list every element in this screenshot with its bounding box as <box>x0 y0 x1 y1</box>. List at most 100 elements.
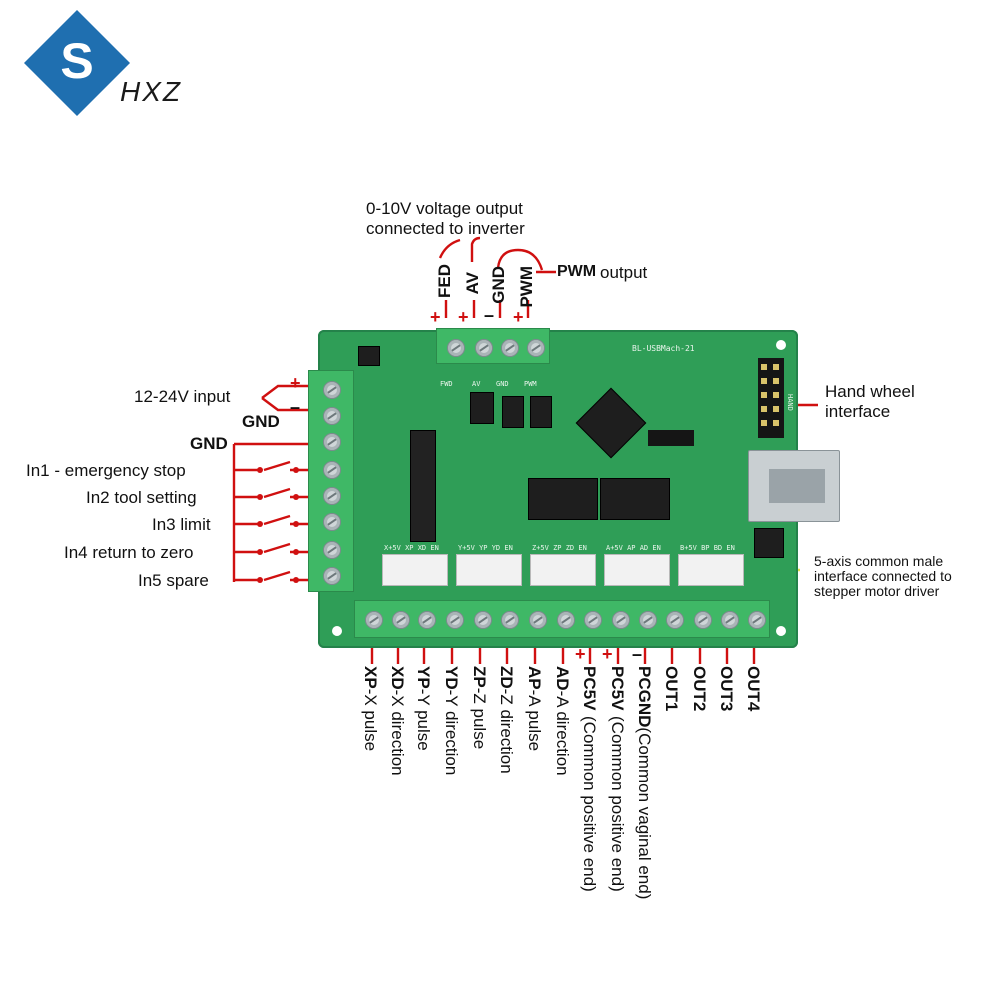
polarity-pc5v-1: + <box>575 644 586 664</box>
polarity-pc5v-2: + <box>602 644 613 664</box>
polarity-av: + <box>458 307 469 327</box>
terminal-desc-xd: -X direction <box>388 689 407 776</box>
bottom-terminal-2: XD-X direction <box>388 666 407 776</box>
left-terminal-block <box>308 370 354 592</box>
jumper-header <box>648 430 694 446</box>
bottom-terminal-11: PCGND(Common vaginal end) <box>635 666 654 900</box>
screw-terminal <box>501 339 519 357</box>
screw-terminal <box>557 611 575 629</box>
voltage-output-line2: connected to inverter <box>366 219 525 238</box>
screw-terminal <box>392 611 410 629</box>
handwheel-label-line2: interface <box>825 402 891 421</box>
screw-terminal <box>666 611 684 629</box>
axis-connector-z <box>530 554 596 586</box>
terminal-pin-ad: AD <box>553 666 572 691</box>
input-in4: In4 return to zero <box>64 543 194 562</box>
terminal-desc-ad: -A direction <box>553 690 572 776</box>
axis-connector-y <box>456 554 522 586</box>
screw-terminal <box>694 611 712 629</box>
silk-gnd: GND <box>496 380 509 388</box>
terminal-pin-ap: AP <box>525 666 544 690</box>
ic-chip <box>470 392 494 424</box>
optocoupler <box>410 430 436 542</box>
screw-terminal <box>323 433 341 451</box>
power-plus: + <box>290 373 301 393</box>
screw-terminal <box>323 407 341 425</box>
axis-connector-a <box>604 554 670 586</box>
terminal-pin-xd: XD <box>388 666 407 690</box>
screw-terminal <box>446 611 464 629</box>
input-in5: In5 spare <box>138 571 209 590</box>
top-pin-fed: FED <box>435 264 454 298</box>
bottom-terminal-10: PC5V (Common positive end) <box>608 666 627 893</box>
logo-letter: S <box>60 33 93 89</box>
screw-terminal <box>323 381 341 399</box>
screw-terminal <box>323 513 341 531</box>
silk-axis-y: Y+5V YP YD EN <box>458 544 513 552</box>
terminal-desc-pc5v-2: (Common positive end) <box>608 716 627 893</box>
screw-terminal <box>323 461 341 479</box>
pwm-output-label: output <box>600 263 648 282</box>
ic-chip <box>530 396 552 428</box>
screw-terminal <box>501 611 519 629</box>
top-pin-gnd: GND <box>489 266 508 304</box>
silk-axis-x: X+5V XP XD EN <box>384 544 439 552</box>
bottom-terminal-6: ZD-Z direction <box>497 666 516 774</box>
terminal-desc-yp: -Y pulse <box>414 688 433 751</box>
logo-diamond-icon: S <box>24 10 130 116</box>
screw-terminal <box>639 611 657 629</box>
terminal-pin-pcgnd: PCGND <box>635 666 654 728</box>
power-minus: – <box>290 397 301 417</box>
pwm-label: PWM <box>557 263 597 280</box>
top-terminal-block <box>436 328 550 364</box>
terminal-pin-zd: ZD <box>497 666 516 689</box>
driver-chip <box>528 478 598 520</box>
screw-terminal <box>748 611 766 629</box>
screw-terminal <box>527 339 545 357</box>
bottom-terminal-15: OUT4 <box>744 666 763 712</box>
bottom-terminal-8: AD-A direction <box>553 666 572 776</box>
voltage-output-line1: 0-10V voltage output <box>366 199 523 218</box>
terminal-desc-ap: -A pulse <box>525 689 544 752</box>
screw-terminal <box>475 339 493 357</box>
terminal-desc-pcgnd: (Common vaginal end) <box>635 727 654 900</box>
brand-name: HXZ <box>120 76 182 107</box>
handwheel-label-line1: Hand wheel <box>825 382 915 401</box>
mcu-chip <box>575 387 647 459</box>
power-input-label: 12-24V input <box>134 387 231 406</box>
terminal-pin-xp: XP <box>361 666 380 689</box>
ic-chip <box>502 396 524 428</box>
screw-terminal <box>584 611 602 629</box>
top-pin-pwm: PWM <box>517 266 536 308</box>
bottom-terminal-12: OUT1 <box>662 666 681 712</box>
axis-interface-line2: interface connected to <box>814 568 952 584</box>
terminal-pin-pc5v-2: PC5V <box>608 666 627 711</box>
bottom-terminal-13: OUT2 <box>690 666 709 712</box>
regulator <box>358 346 380 366</box>
terminal-desc-yd: -Y direction <box>442 689 461 776</box>
brand-logo: S <box>22 8 132 118</box>
bottom-terminal-7: AP-A pulse <box>525 666 544 752</box>
polarity-gnd: – <box>484 305 495 325</box>
polarity-fed: + <box>430 307 441 327</box>
terminal-pin-zp: ZP <box>470 666 489 688</box>
terminal-desc-pc5v-1: (Common positive end) <box>580 716 599 893</box>
driver-chip <box>600 478 670 520</box>
axis-connector-x <box>382 554 448 586</box>
input-in3: In3 limit <box>152 515 211 534</box>
screw-terminal <box>529 611 547 629</box>
bottom-terminal-1: XP-X pulse <box>361 666 380 751</box>
silk-hand: HAND <box>786 394 794 411</box>
bottom-terminal-14: OUT3 <box>717 666 736 712</box>
handwheel-header <box>758 358 784 438</box>
mounting-hole <box>332 626 342 636</box>
mounting-hole <box>776 626 786 636</box>
screw-terminal <box>418 611 436 629</box>
mounting-hole <box>776 340 786 350</box>
axis-interface-line1: 5-axis common male <box>814 553 944 569</box>
top-pin-av: AV <box>463 272 482 295</box>
bottom-terminal-9: PC5V(Common positive end) <box>580 666 599 893</box>
bottom-terminal-5: ZP-Z pulse <box>470 666 489 749</box>
screw-terminal <box>474 611 492 629</box>
axis-connector-b <box>678 554 744 586</box>
